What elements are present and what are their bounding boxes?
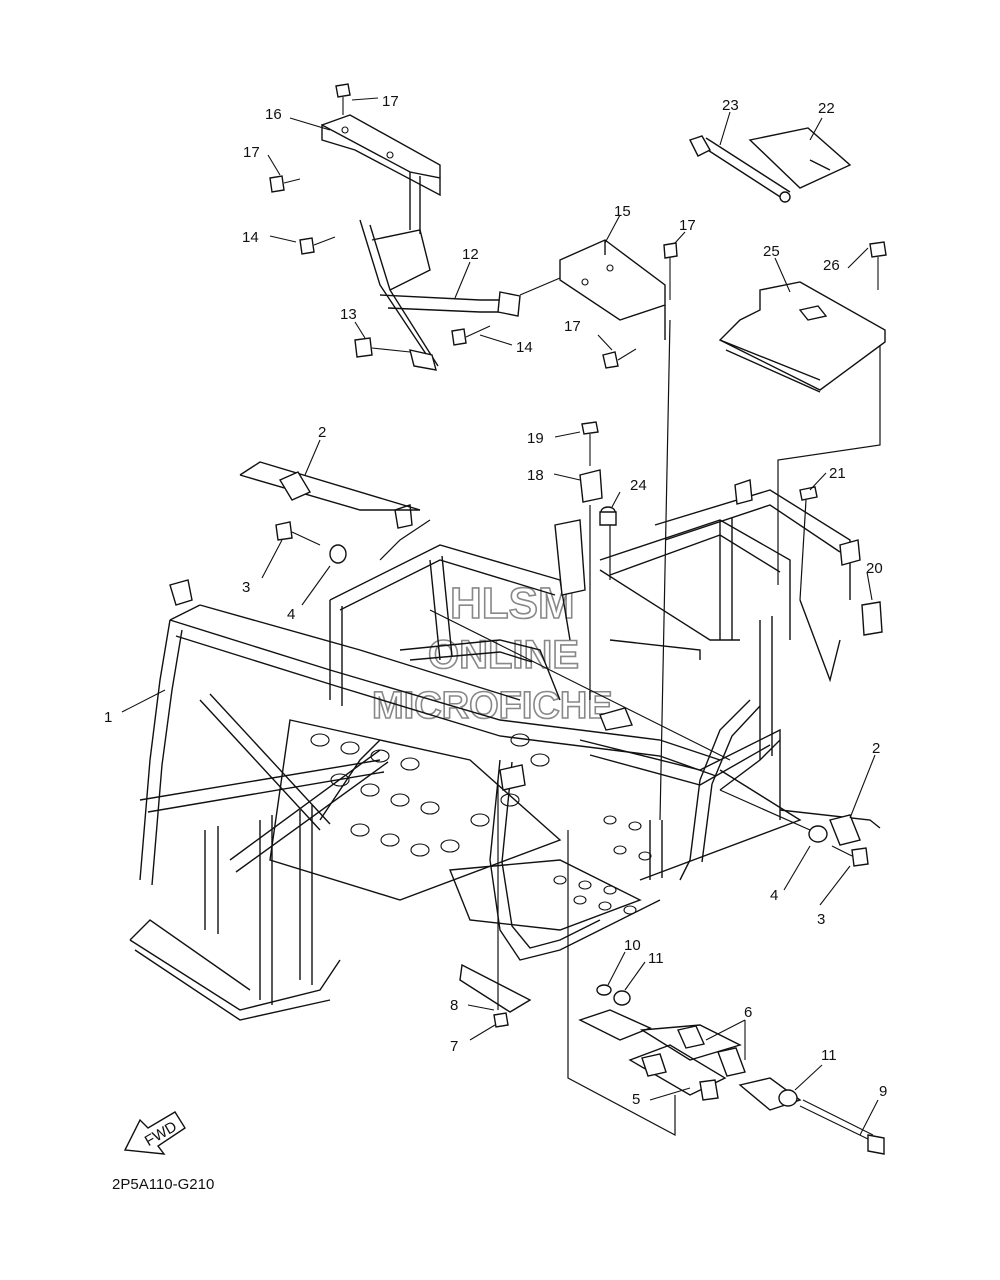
callout-1: 1	[104, 709, 112, 726]
callout-3-right: 3	[817, 911, 825, 928]
callout-7: 7	[450, 1038, 458, 1055]
callout-4-right: 4	[770, 887, 778, 904]
callout-17-lower: 17	[564, 318, 581, 335]
callout-5: 5	[632, 1091, 640, 1108]
cover-plate-25	[718, 241, 887, 393]
reference-lines	[121, 97, 881, 1136]
callout-12: 12	[462, 246, 479, 263]
watermark-line-1: HLSM	[450, 579, 575, 628]
callout-14-right: 14	[516, 339, 533, 356]
left-hardware	[239, 461, 421, 564]
callout-6: 6	[744, 1004, 752, 1021]
watermark: HLSM ONLINE MICROFICHE	[371, 578, 613, 728]
callout-3-left: 3	[242, 579, 250, 596]
callout-labels: 17 16 17 14 12 13 14 15 17 17 23 22 25 2…	[104, 93, 887, 1108]
callout-23: 23	[722, 97, 739, 114]
callout-2-right: 2	[872, 740, 880, 757]
bracket-15	[559, 239, 678, 369]
callout-11-right: 11	[821, 1047, 837, 1064]
right-hardware	[779, 809, 881, 867]
callout-26: 26	[823, 257, 840, 274]
callout-11-top: 11	[648, 950, 664, 967]
callout-2-left: 2	[318, 424, 326, 441]
callout-19: 19	[527, 430, 544, 447]
callout-16: 16	[265, 106, 282, 123]
drawing-code: 2P5A110-G210	[112, 1176, 214, 1193]
callout-25: 25	[763, 243, 780, 260]
callout-10: 10	[624, 937, 641, 954]
callout-8: 8	[450, 997, 458, 1014]
clamp-18-19-24	[579, 421, 883, 636]
callout-14-left: 14	[242, 229, 259, 246]
callout-17-left: 17	[243, 144, 260, 161]
callout-21: 21	[829, 465, 846, 482]
callout-18: 18	[527, 467, 544, 484]
main-frame	[129, 479, 861, 1021]
callout-15: 15	[614, 203, 631, 220]
callout-22: 22	[818, 100, 835, 117]
callout-17-top: 17	[382, 93, 399, 110]
callout-4-left: 4	[287, 606, 295, 623]
callout-24: 24	[630, 477, 647, 494]
callout-17-right: 17	[679, 217, 696, 234]
callout-20: 20	[866, 560, 883, 577]
callout-13: 13	[340, 306, 357, 323]
watermark-line-2: ONLINE	[428, 633, 579, 677]
upper-left-bracket-assembly	[269, 83, 521, 371]
callout-9: 9	[879, 1083, 887, 1100]
cable-and-pad	[689, 127, 852, 203]
fwd-arrow-icon: FWD	[123, 1111, 186, 1155]
lower-hardware	[459, 963, 885, 1155]
